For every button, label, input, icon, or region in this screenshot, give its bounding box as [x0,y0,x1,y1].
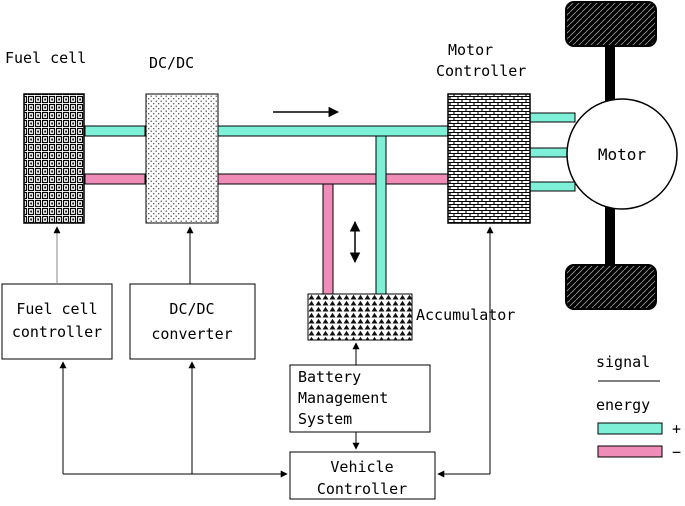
accumulator-block [307,293,413,341]
motor-controller-label-2: Controller [436,62,526,80]
fuel-cell-label: Fuel cell [5,49,86,67]
vehicle-controller-box [289,451,436,500]
fuel-cell-controller-label-2: controller [12,323,102,341]
vehicle-controller-label-1: Vehicle [330,458,393,476]
dcdc-converter-label-2: converter [151,325,232,343]
legend-signal-label: signal [596,353,650,371]
motor-phase-line-3 [529,181,576,192]
motor-controller-label-1: Motor [448,41,493,59]
legend-negative-swatch [597,445,663,458]
positive-bus-fc-dcdc [84,125,146,137]
accumulator-label: Accumulator [416,306,515,324]
motor-phase-line-1 [529,112,576,123]
bms-label-1: Battery [298,368,361,386]
legend: signal energy + − [596,353,681,461]
bms-label-2: Management [298,389,388,407]
bms-label-3: System [298,410,352,428]
fuel-cell-controller-box [1,283,113,360]
wheel-bottom [565,264,657,310]
motor-controller-block [447,93,531,224]
motor-phase-line-2 [529,147,571,158]
negative-bus-main [217,173,449,185]
dcdc-converter-box [129,283,256,360]
motor-label: Motor [598,145,647,164]
legend-minus-sign: − [672,443,681,461]
fuel-cell-controller-label-1: Fuel cell [16,300,97,318]
positive-bus-main [217,125,449,137]
negative-bus-fc-dcdc [84,173,146,185]
signal-lines [53,226,494,478]
battery-management-system-box [289,364,431,433]
legend-positive-swatch [597,422,663,435]
vehicle-controller-label-2: Controller [317,480,407,498]
dcdc-converter-label-1: DC/DC [169,300,214,318]
legend-plus-sign: + [672,420,681,438]
legend-energy-label: energy [596,396,650,414]
dcdc-label: DC/DC [149,54,194,72]
positive-bus-to-accumulator [375,135,387,295]
dcdc-block [145,93,219,224]
negative-bus-to-accumulator [322,183,334,295]
motor-circle [566,98,678,210]
fuel-cell-block [23,93,85,224]
wheel-top [565,1,657,47]
